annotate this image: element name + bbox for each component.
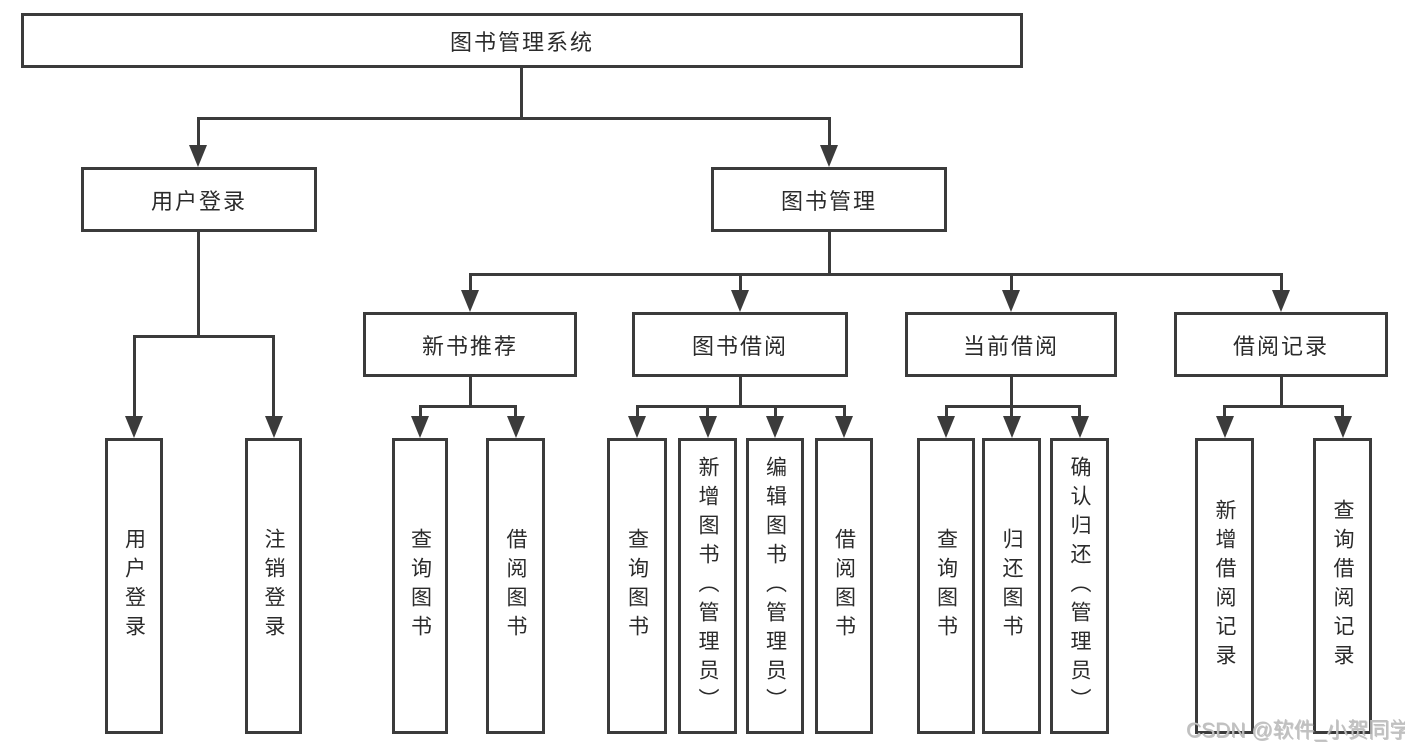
leaf-label: 查询图书 <box>934 528 958 644</box>
arrow-down-icon <box>766 416 784 438</box>
connector-line <box>738 273 742 290</box>
node-user-login: 用户登录 <box>81 167 317 232</box>
csdn-watermark: CSDN @软件_小贺同学 <box>1186 719 1405 742</box>
node-label: 图书管理 <box>780 188 877 214</box>
leaf-query-borrow-record: 查询借阅记录 <box>1313 438 1372 734</box>
node-library-management-system: 图书管理系统 <box>21 13 1023 68</box>
leaf-user-login: 用户登录 <box>105 438 163 734</box>
arrow-down-icon <box>698 416 717 438</box>
connector-line <box>1009 377 1013 408</box>
leaf-query-books-borrowing: 查询图书 <box>607 438 667 734</box>
leaf-label: 归还图书 <box>1000 528 1023 644</box>
connector-line <box>132 335 275 338</box>
connector-line <box>1078 405 1081 416</box>
arrow-down-icon <box>189 145 207 167</box>
leaf-borrow-books-borrowing: 借阅图书 <box>815 438 873 734</box>
leaf-label: 借阅图书 <box>504 528 527 644</box>
arrow-down-icon <box>835 416 853 438</box>
arrow-down-icon <box>411 416 429 438</box>
connector-line <box>738 377 742 408</box>
connector-line <box>196 232 200 338</box>
leaf-logout: 注销登录 <box>245 438 302 734</box>
node-label: 图书管理系统 <box>449 29 594 55</box>
connector-line <box>1009 273 1013 290</box>
node-label: 借阅记录 <box>1232 333 1329 359</box>
arrow-down-icon <box>506 416 525 438</box>
connector-line <box>1279 273 1283 290</box>
connector-line <box>418 405 517 408</box>
connector-line <box>842 405 846 416</box>
node-current-borrowing: 当前借阅 <box>905 312 1117 377</box>
connector-line <box>196 117 200 145</box>
connector-line <box>418 405 422 416</box>
arrow-down-icon <box>1215 416 1234 438</box>
connector-line <box>635 405 639 416</box>
connector-line <box>514 405 517 416</box>
node-label: 图书借阅 <box>691 333 788 359</box>
leaf-label: 查询借阅记录 <box>1331 499 1354 673</box>
connector-line <box>1010 405 1013 416</box>
leaf-label: 确认归还（管理员） <box>1068 455 1091 717</box>
connector-line <box>827 117 831 145</box>
arrow-down-icon <box>461 290 479 312</box>
connector-line <box>706 405 709 416</box>
arrow-down-icon <box>731 290 749 312</box>
arrow-down-icon <box>1070 416 1089 438</box>
node-label: 当前借阅 <box>962 333 1059 359</box>
connector-line <box>468 273 1283 276</box>
connector-line <box>468 377 472 408</box>
leaf-borrow-books-recommend: 借阅图书 <box>486 438 545 734</box>
node-book-management: 图书管理 <box>711 167 947 232</box>
arrow-down-icon <box>1272 290 1290 312</box>
leaf-label: 查询图书 <box>408 528 432 644</box>
node-label: 新书推荐 <box>421 333 518 359</box>
leaf-query-books-current: 查询图书 <box>917 438 975 734</box>
connector-line <box>827 232 831 276</box>
node-borrowing-records: 借阅记录 <box>1174 312 1388 377</box>
connector-line <box>519 68 523 120</box>
connector-line <box>773 405 777 416</box>
leaf-add-books-admin: 新增图书（管理员） <box>678 438 737 734</box>
leaf-label: 注销登录 <box>262 528 285 644</box>
leaf-label: 新增借阅记录 <box>1213 499 1236 673</box>
arrow-down-icon <box>1002 290 1020 312</box>
connector-line <box>1279 377 1283 408</box>
arrow-down-icon <box>628 416 646 438</box>
arrow-down-icon <box>1333 416 1352 438</box>
connector-line <box>272 335 275 416</box>
connector-line <box>196 117 831 120</box>
connector-line <box>635 405 846 408</box>
leaf-edit-books-admin: 编辑图书（管理员） <box>746 438 804 734</box>
connector-line <box>1223 405 1226 416</box>
arrow-down-icon <box>125 416 143 438</box>
leaf-confirm-return-admin: 确认归还（管理员） <box>1050 438 1109 734</box>
leaf-label: 借阅图书 <box>832 528 856 644</box>
arrow-down-icon <box>937 416 955 438</box>
arrow-down-icon <box>1002 416 1021 438</box>
leaf-add-borrow-record: 新增借阅记录 <box>1195 438 1254 734</box>
node-book-borrowing: 图书借阅 <box>632 312 848 377</box>
leaf-label: 用户登录 <box>122 528 146 644</box>
connector-line <box>468 273 472 290</box>
node-label: 用户登录 <box>150 188 247 214</box>
leaf-label: 新增图书（管理员） <box>696 455 719 717</box>
arrow-down-icon <box>820 145 838 167</box>
node-new-book-recommend: 新书推荐 <box>363 312 577 377</box>
leaf-return-books: 归还图书 <box>982 438 1041 734</box>
leaf-label: 编辑图书（管理员） <box>763 455 787 717</box>
connector-line <box>1223 405 1344 408</box>
leaf-label: 查询图书 <box>625 528 649 644</box>
connector-line <box>944 405 948 416</box>
connector-line <box>1341 405 1344 416</box>
arrow-down-icon <box>264 416 283 438</box>
leaf-query-books-recommend: 查询图书 <box>392 438 448 734</box>
connector-line <box>132 335 136 416</box>
